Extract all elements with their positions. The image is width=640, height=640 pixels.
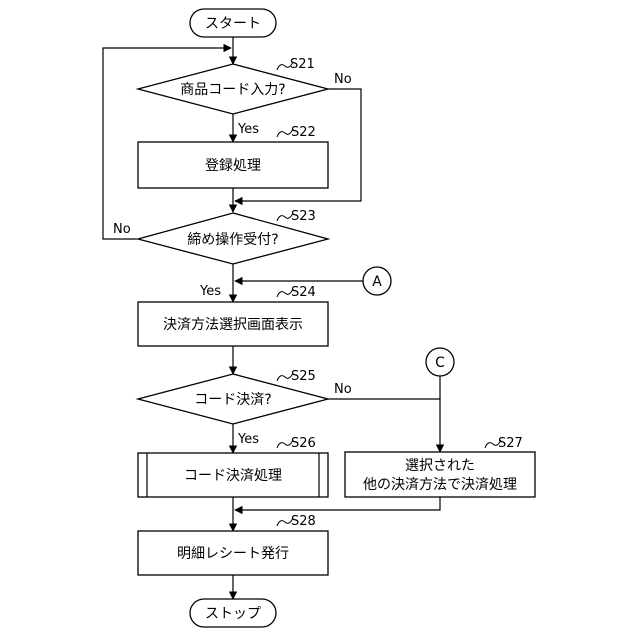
predefined-process-s26: コード決済処理	[138, 453, 328, 497]
process-s22-label: 登録処理	[205, 158, 261, 174]
connector-a: A	[363, 267, 391, 295]
step-label-s28: S28	[291, 514, 316, 529]
edge-s27-merge	[235, 497, 440, 510]
step-label-s21: S21	[290, 57, 315, 72]
branch-label-s21-yes: Yes	[237, 122, 259, 137]
process-s27-label-line1: 選択された	[405, 458, 475, 474]
decision-s23-label: 締め操作受付?	[187, 231, 278, 248]
process-s22: 登録処理	[138, 142, 328, 188]
connector-a-label: A	[372, 274, 382, 290]
connector-c: C	[426, 348, 454, 376]
process-s28: 明細レシート発行	[138, 531, 328, 575]
decision-s25-label: コード決済?	[194, 392, 271, 408]
process-s24: 決済方法選択画面表示	[138, 302, 328, 346]
branch-label-s23-yes: Yes	[199, 284, 221, 299]
process-s27: 選択された 他の決済方法で決済処理	[345, 452, 535, 497]
branch-label-s23-no: No	[113, 222, 131, 237]
step-label-s27: S27	[498, 436, 523, 451]
connector-c-label: C	[435, 355, 445, 371]
step-label-s24: S24	[291, 285, 316, 300]
edge-s25-no-to-s27	[328, 399, 440, 452]
branch-label-s21-no: No	[334, 72, 352, 87]
branch-label-s25-no: No	[334, 382, 352, 397]
branch-label-s25-yes: Yes	[237, 432, 259, 447]
start-label: スタート	[205, 16, 261, 32]
process-s27-label-line2: 他の決済方法で決済処理	[363, 477, 517, 493]
step-label-s22: S22	[291, 125, 316, 140]
step-label-s26: S26	[291, 436, 316, 451]
stop-label: ストップ	[205, 606, 261, 622]
start-terminal: スタート	[190, 9, 276, 37]
step-label-s23: S23	[291, 209, 316, 224]
process-s28-label: 明細レシート発行	[177, 546, 289, 562]
process-s24-label: 決済方法選択画面表示	[163, 317, 303, 333]
step-label-s25: S25	[291, 369, 316, 384]
decision-s21-label: 商品コード入力?	[180, 82, 285, 98]
stop-terminal: ストップ	[190, 599, 276, 627]
process-s26-label: コード決済処理	[184, 468, 282, 484]
